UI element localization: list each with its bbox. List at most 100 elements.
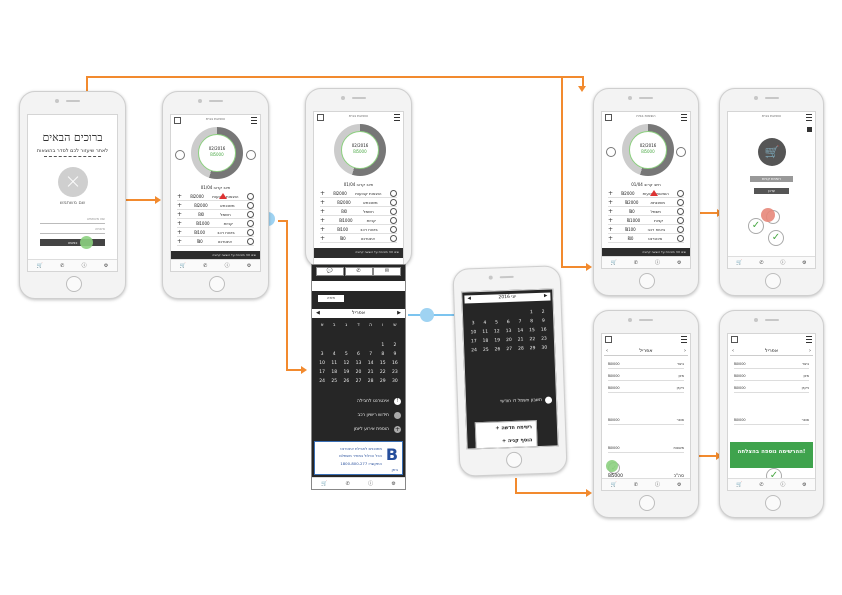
calendar-day[interactable]: 20	[505, 337, 512, 344]
phone-icon[interactable]: ✆	[633, 259, 638, 266]
calendar-day[interactable]: 10	[319, 361, 325, 366]
shopping-list-button[interactable]: רשימת קניות	[750, 176, 793, 182]
calendar-day[interactable]: 24	[471, 348, 478, 354]
chevron-left-icon[interactable]	[175, 150, 185, 160]
calendar-day[interactable]: 25	[482, 347, 489, 353]
calendar-day[interactable]: 19	[343, 370, 350, 375]
cart-icon[interactable]: 🛒	[610, 259, 617, 266]
menu-icon[interactable]	[806, 114, 812, 121]
calendar-day[interactable]: 11	[482, 329, 489, 335]
close-icon[interactable]	[807, 127, 812, 132]
menu-icon[interactable]	[251, 117, 257, 124]
phone-icon[interactable]: ✆	[344, 267, 373, 276]
cart-icon[interactable]: 🛒	[610, 481, 617, 488]
calendar-icon[interactable]	[317, 114, 324, 121]
calendar-day[interactable]: 10	[470, 330, 477, 336]
gear-icon[interactable]: ⚙	[246, 262, 252, 269]
chat-icon[interactable]: 💬	[316, 267, 344, 276]
calendar-day[interactable]: 14	[367, 361, 374, 366]
gear-icon[interactable]: ⚙	[391, 480, 396, 487]
calendar-day[interactable]: 25	[331, 379, 338, 384]
calendar-icon[interactable]	[605, 114, 612, 121]
plus-icon[interactable]: +	[394, 426, 401, 433]
update-button[interactable]: עדכן	[754, 188, 789, 194]
add-purchase-button[interactable]: + הוסף קניה	[501, 437, 533, 445]
calendar-day[interactable]: 1	[381, 343, 385, 348]
calendar-day[interactable]: 13	[505, 328, 512, 335]
calendar-day[interactable]: 20	[355, 370, 362, 375]
alert-bar[interactable]: שים לב! תזכורת על הוצאה קרובה	[314, 248, 403, 258]
chevron-left-icon[interactable]: ◀	[316, 310, 320, 316]
cart-icon[interactable]: 🛒	[36, 262, 43, 269]
info-icon[interactable]: ⓘ	[81, 263, 87, 269]
calendar-day[interactable]: 26	[343, 379, 350, 384]
phone-icon[interactable]: ✆	[60, 262, 65, 269]
calendar-day[interactable]: 28	[517, 346, 524, 352]
calendar-icon[interactable]	[605, 336, 612, 343]
phone-icon[interactable]: ✆	[759, 259, 764, 266]
calendar-day[interactable]: 21	[367, 370, 374, 375]
chevron-right-icon[interactable]	[676, 147, 686, 157]
password-field[interactable]: סיסמה	[40, 227, 105, 234]
gear-icon[interactable]: ⚙	[677, 481, 682, 488]
cart-icon[interactable]: 🛒	[736, 481, 743, 488]
calendar-day[interactable]: 2	[393, 343, 397, 348]
calendar-day[interactable]: 22	[529, 337, 536, 343]
calendar-day[interactable]: 9	[541, 318, 545, 324]
calendar-day[interactable]: 12	[343, 361, 350, 366]
calendar-day[interactable]: 24	[319, 379, 325, 384]
cart-icon[interactable]: 🛒	[736, 259, 743, 266]
calendar-day[interactable]: 19	[494, 338, 501, 344]
calendar-day[interactable]: 15	[379, 361, 386, 366]
calendar-day[interactable]: 8	[381, 352, 385, 357]
chevron-right-icon[interactable]	[246, 150, 256, 160]
cart-icon[interactable]: 🛒	[321, 480, 328, 487]
back-button[interactable]: חזרה	[318, 295, 344, 302]
ad-banner[interactable]: B בזק מתכננים לחבילת אינטרנט הכל הכלול ב…	[314, 441, 403, 475]
phone-icon[interactable]: ✆	[203, 262, 208, 269]
calendar-day[interactable]: 8	[530, 319, 534, 325]
calendar-day[interactable]: 18	[331, 370, 338, 375]
calendar-day[interactable]: 16	[392, 361, 398, 366]
calendar-day[interactable]: 21	[517, 337, 524, 343]
calendar-day[interactable]: 13	[355, 361, 362, 366]
calendar-day[interactable]: 17	[470, 339, 477, 345]
calendar-day[interactable]: 3	[471, 321, 475, 327]
calendar-day[interactable]: 4	[483, 320, 487, 326]
calendar-day[interactable]: 2	[541, 309, 545, 315]
calendar-day[interactable]: 5	[495, 320, 499, 326]
calendar-day[interactable]: 14	[517, 328, 524, 334]
chevron-right-icon[interactable]: ▶	[543, 293, 548, 299]
calendar-day[interactable]: 7	[369, 352, 373, 357]
menu-icon[interactable]	[681, 114, 687, 121]
calendar-day[interactable]: 29	[379, 379, 386, 384]
action-item[interactable]: אינטרנט לחבילה	[356, 399, 389, 404]
calendar-day[interactable]: 6	[357, 352, 360, 357]
calendar-day[interactable]: 11	[331, 361, 338, 366]
calendar-day[interactable]: 17	[319, 370, 325, 375]
chevron-left-icon[interactable]: ‹	[732, 348, 734, 354]
chevron-right-icon[interactable]: ›	[809, 348, 811, 354]
calendar-day[interactable]: 5	[344, 352, 348, 357]
info-icon[interactable]: ⓘ	[654, 260, 660, 266]
calendar-day[interactable]: 30	[541, 345, 548, 351]
chevron-right-icon[interactable]: ›	[684, 348, 686, 354]
chevron-right-icon[interactable]: ▶	[397, 310, 401, 316]
action-item[interactable]: חידוש רישיון רכב	[357, 413, 389, 418]
